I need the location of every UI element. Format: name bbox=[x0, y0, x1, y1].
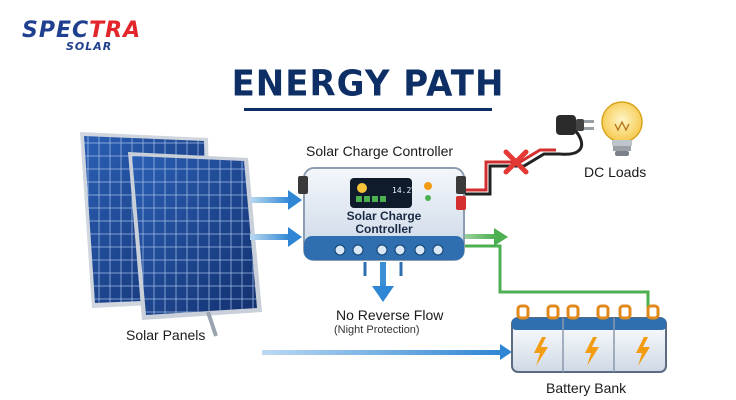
label-no-reverse: No Reverse Flow bbox=[336, 307, 444, 323]
label-solar-panels: Solar Panels bbox=[126, 327, 206, 343]
arrow-head-bottom bbox=[288, 227, 302, 247]
controller-to-battery-path bbox=[446, 228, 650, 320]
brand-name-part2: TRA bbox=[89, 18, 142, 43]
brand-sub: SOLAR bbox=[66, 40, 113, 53]
arrow-shaft-bottom bbox=[250, 234, 290, 240]
x-mark-icon bbox=[503, 149, 529, 175]
controller-voltage: 14.2V bbox=[392, 186, 417, 195]
light-bulb-icon bbox=[601, 101, 643, 156]
lightning-icon bbox=[534, 337, 548, 366]
lightning-icon bbox=[585, 337, 599, 366]
controller-face-label: Solar Charge Controller bbox=[346, 209, 422, 236]
plug-icon bbox=[556, 115, 594, 135]
panel-to-controller-arrows bbox=[250, 190, 302, 247]
brand-name-part1: SPEC bbox=[22, 18, 90, 43]
arrow-shaft-top bbox=[250, 197, 290, 203]
no-reverse-arrow bbox=[372, 262, 394, 302]
lightning-icon bbox=[636, 337, 650, 366]
sun-icon bbox=[357, 183, 367, 193]
solar-panel-icon bbox=[80, 132, 262, 337]
battery-icon bbox=[511, 304, 667, 373]
page-title: ENERGY PATH bbox=[231, 63, 505, 105]
label-battery-bank: Battery Bank bbox=[546, 380, 627, 396]
label-dc-loads: DC Loads bbox=[584, 164, 647, 180]
label-night-protection: (Night Protection) bbox=[334, 324, 420, 336]
panel-to-battery-arrow bbox=[262, 344, 512, 360]
label-controller: Solar Charge Controller bbox=[306, 143, 454, 159]
solar-panel-front bbox=[128, 152, 262, 337]
arrow-head-top bbox=[288, 190, 302, 210]
title-underline bbox=[244, 108, 492, 111]
charge-controller-icon bbox=[298, 167, 466, 276]
brand-logo: SPECTRA bbox=[22, 18, 141, 43]
